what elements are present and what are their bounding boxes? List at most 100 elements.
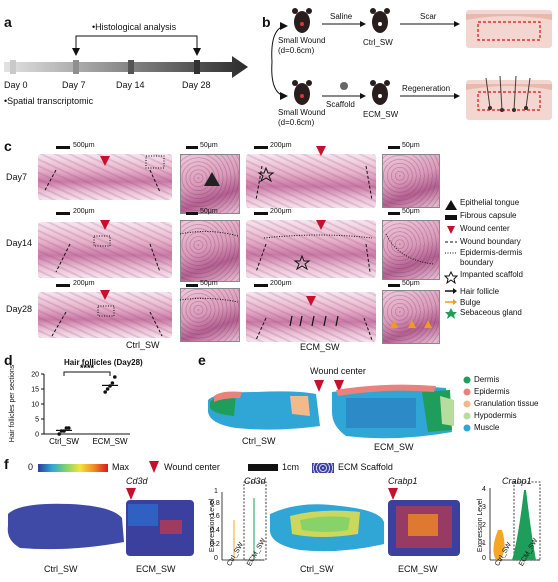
scale-1cm: 1cm bbox=[282, 462, 300, 472]
y-tick-label: 15 bbox=[31, 387, 39, 394]
timeline-graphic bbox=[4, 35, 248, 78]
gene-crabp1-violin-title: Crabp1 bbox=[502, 476, 532, 486]
legend-wound-boundary: Wound boundary bbox=[460, 237, 521, 246]
data-point bbox=[113, 375, 117, 379]
cd3d-tick-04: 0.4 bbox=[210, 527, 220, 534]
ctrl-column-label: Ctrl_SW bbox=[126, 340, 160, 350]
legend-muscle: Muscle bbox=[474, 423, 500, 432]
data-point bbox=[57, 432, 61, 436]
scale-bar bbox=[186, 146, 198, 149]
ecm-label-f2: ECM_SW bbox=[398, 564, 438, 574]
scheme-graphic bbox=[271, 8, 552, 120]
ecm-label-e: ECM_SW bbox=[374, 442, 414, 452]
ctrl-label: Ctrl_SW bbox=[363, 38, 393, 47]
spatial-graphic bbox=[7, 481, 541, 561]
scale-bar bbox=[56, 212, 70, 215]
legend-wound-center: Wound center bbox=[460, 224, 510, 233]
row-label-day7: Day7 bbox=[6, 172, 28, 182]
scale-bar bbox=[56, 146, 70, 149]
timeline: •Histological analysis Day 0 Day 7 Day 1… bbox=[0, 0, 260, 120]
colorbar-max: Max bbox=[112, 462, 130, 472]
day-14: Day 14 bbox=[116, 80, 145, 90]
legend-boundary: boundary bbox=[460, 258, 494, 267]
legend-fibrous-capsule: Fibrous capsule bbox=[460, 211, 517, 220]
legend-granulation: Granulation tissue bbox=[474, 399, 539, 408]
top-wound-label: Small Wound bbox=[278, 36, 326, 45]
chart-title: Hair follicles (Day28) bbox=[64, 358, 143, 367]
ctrl-label-f1: Ctrl_SW bbox=[44, 564, 78, 574]
scaffold-label: Scaffold bbox=[326, 100, 355, 109]
scale-label: 50μm bbox=[402, 208, 420, 215]
significance-bracket bbox=[63, 371, 111, 376]
cd3d-tick-08: 0.8 bbox=[210, 500, 220, 507]
histology-ctrl-day7 bbox=[38, 154, 172, 200]
panel-label-c: c bbox=[4, 138, 12, 154]
y-tick-label: 0 bbox=[35, 432, 39, 439]
cd3d-tick-06: 0.6 bbox=[210, 513, 220, 520]
bottom-wound-label: Small Wound bbox=[278, 108, 326, 117]
scar-skin-illustration bbox=[466, 10, 552, 48]
panel-label-d: d bbox=[4, 352, 13, 368]
wound-center-f: Wound center bbox=[164, 462, 220, 472]
scale-label: 200μm bbox=[270, 208, 292, 215]
crabp1-tick-3: 3 bbox=[482, 504, 486, 511]
y-tick-label: 10 bbox=[31, 402, 39, 409]
scale-label: 50μm bbox=[402, 280, 420, 287]
spatial-label: •Spatial transcriptomic bbox=[4, 96, 94, 106]
histology-ecm-day7 bbox=[246, 154, 376, 208]
data-point bbox=[105, 387, 110, 391]
data-point bbox=[110, 381, 115, 385]
segmentation-graphic bbox=[208, 380, 454, 439]
x-tick-label: Ctrl_SW bbox=[49, 437, 79, 446]
day-0: Day 0 bbox=[4, 80, 28, 90]
scale-bar-1cm bbox=[248, 464, 278, 471]
histology-legend-icons bbox=[444, 200, 458, 319]
y-tick-label: 20 bbox=[31, 372, 39, 379]
ecm-column-label: ECM_SW bbox=[300, 342, 340, 352]
ecm-label: ECM_SW bbox=[363, 110, 399, 119]
zoom-ecm-day28 bbox=[382, 290, 440, 344]
zoom-ctrl-day28 bbox=[180, 288, 240, 342]
cd3d-tick-0: 0 bbox=[214, 555, 218, 562]
histology-annotations bbox=[43, 146, 435, 341]
histology-ctrl-day14 bbox=[38, 222, 172, 278]
crabp1-tick-1: 1 bbox=[482, 540, 486, 547]
zoom-ecm-day14 bbox=[382, 220, 440, 280]
scale-bar bbox=[388, 212, 400, 215]
scale-label: 50μm bbox=[200, 208, 218, 215]
scaffold-swatch bbox=[312, 463, 334, 473]
histo-label: •Histological analysis bbox=[92, 22, 177, 32]
scale-bar bbox=[186, 212, 198, 215]
scale-bar bbox=[186, 284, 198, 287]
scale-bar bbox=[254, 284, 268, 287]
crabp1-tick-2: 2 bbox=[482, 522, 486, 529]
day-28: Day 28 bbox=[182, 80, 211, 90]
ecm-label-f1: ECM_SW bbox=[136, 564, 176, 574]
hair-follicle-chart: Hair follicles (Day28) Hair follicles pe… bbox=[0, 356, 190, 456]
panel-label-f: f bbox=[4, 456, 9, 472]
legend-epithelial-tongue: Epithelial tongue bbox=[460, 198, 520, 207]
cd3d-tick-1: 1 bbox=[214, 488, 218, 495]
panel-label-e: e bbox=[198, 352, 206, 368]
scale-label: 50μm bbox=[402, 142, 420, 149]
colorbar-min: 0 bbox=[28, 462, 34, 472]
significance-label: **** bbox=[80, 363, 95, 373]
regeneration-label: Regeneration bbox=[402, 84, 451, 93]
legend-implanted-scaffold: Impanted scaffold bbox=[460, 270, 524, 279]
scheme: Small Wound (d=0.6cm) Saline Ctrl_SW Sca… bbox=[260, 0, 558, 130]
mouse-icon bbox=[292, 8, 390, 105]
crabp1-tick-4: 4 bbox=[482, 486, 486, 493]
ctrl-label-e: Ctrl_SW bbox=[242, 436, 276, 446]
data-point bbox=[108, 384, 112, 388]
saline-label: Saline bbox=[330, 12, 353, 21]
scale-bar bbox=[254, 212, 268, 215]
zoom-ctrl-day14 bbox=[180, 220, 240, 282]
gene-crabp1-label: Crabp1 bbox=[388, 476, 418, 486]
scar-label: Scar bbox=[420, 12, 437, 21]
scaffold-label-f: ECM Scaffold bbox=[338, 462, 393, 472]
gene-cd3d-violin-title: Cd3d bbox=[244, 476, 266, 486]
scale-label: 200μm bbox=[73, 208, 95, 215]
x-tick-label: ECM_SW bbox=[92, 437, 128, 446]
legend-hair-follicle: Hair follicle bbox=[460, 287, 500, 296]
